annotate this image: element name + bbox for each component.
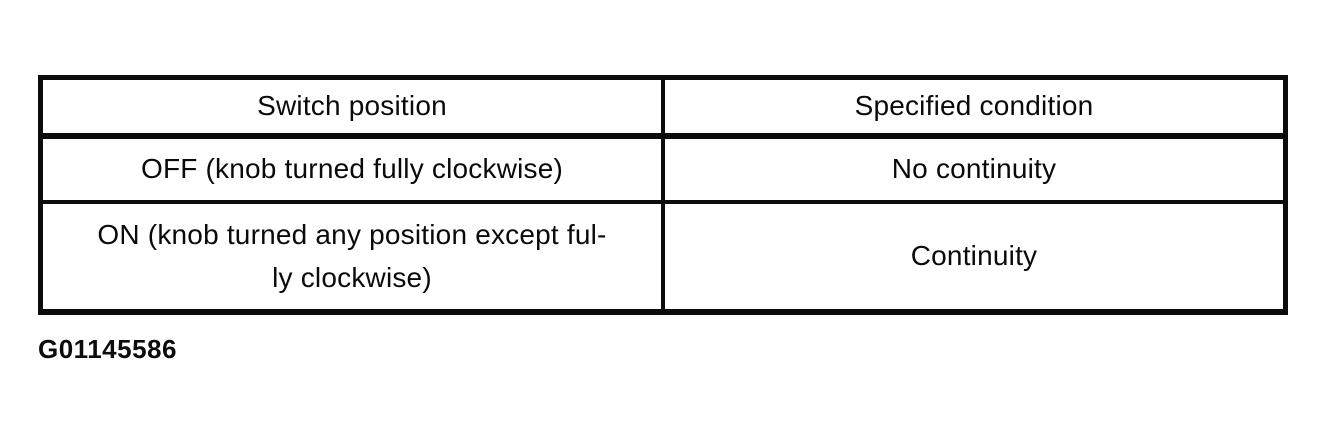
table-header-row: Switch position Specified condition <box>38 75 1288 139</box>
switch-continuity-table: Switch position Specified condition OFF … <box>38 75 1288 315</box>
table-row: ON (knob turned any position except ful-… <box>38 199 1288 315</box>
figure-id-caption: G01145586 <box>38 334 177 364</box>
cell-switch-position-off: OFF (knob turned fully clockwise) <box>38 133 665 204</box>
cell-condition-no-continuity: No continuity <box>661 133 1288 204</box>
cell-condition-continuity: Continuity <box>661 199 1288 315</box>
column-header-switch-position: Switch position <box>38 75 665 139</box>
column-header-specified-condition: Specified condition <box>661 75 1288 139</box>
cell-switch-position-on: ON (knob turned any position except ful-… <box>38 199 665 315</box>
table-row: OFF (knob turned fully clockwise) No con… <box>38 133 1288 204</box>
